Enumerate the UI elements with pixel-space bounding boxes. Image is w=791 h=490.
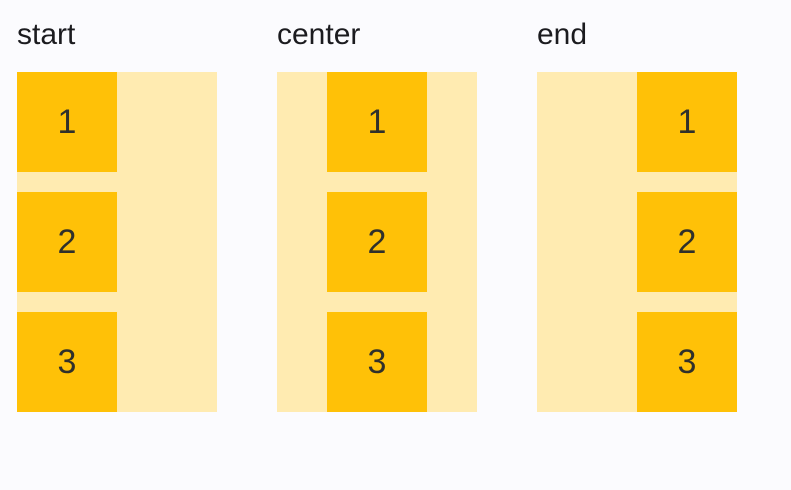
alignment-demo-canvas: start 1 2 3 center 1 2 3 end 1 2 3: [17, 13, 737, 412]
flex-item: 2: [637, 192, 737, 292]
alignment-label-center: center: [277, 18, 361, 51]
flex-container-start: 1 2 3: [17, 72, 217, 412]
flex-item: 1: [327, 72, 427, 172]
flex-item: 2: [327, 192, 427, 292]
flex-container-end: 1 2 3: [537, 72, 737, 412]
flex-item: 3: [327, 312, 427, 412]
alignment-label-end: end: [537, 18, 588, 51]
alignment-label-start: start: [17, 18, 76, 51]
flex-item: 1: [17, 72, 117, 172]
flex-item: 3: [637, 312, 737, 412]
flex-item: 3: [17, 312, 117, 412]
demo-group-start: start 1 2 3: [17, 13, 217, 412]
demo-group-center: center 1 2 3: [277, 13, 477, 412]
flex-item: 2: [17, 192, 117, 292]
flex-container-center: 1 2 3: [277, 72, 477, 412]
flex-item: 1: [637, 72, 737, 172]
demo-group-end: end 1 2 3: [537, 13, 737, 412]
